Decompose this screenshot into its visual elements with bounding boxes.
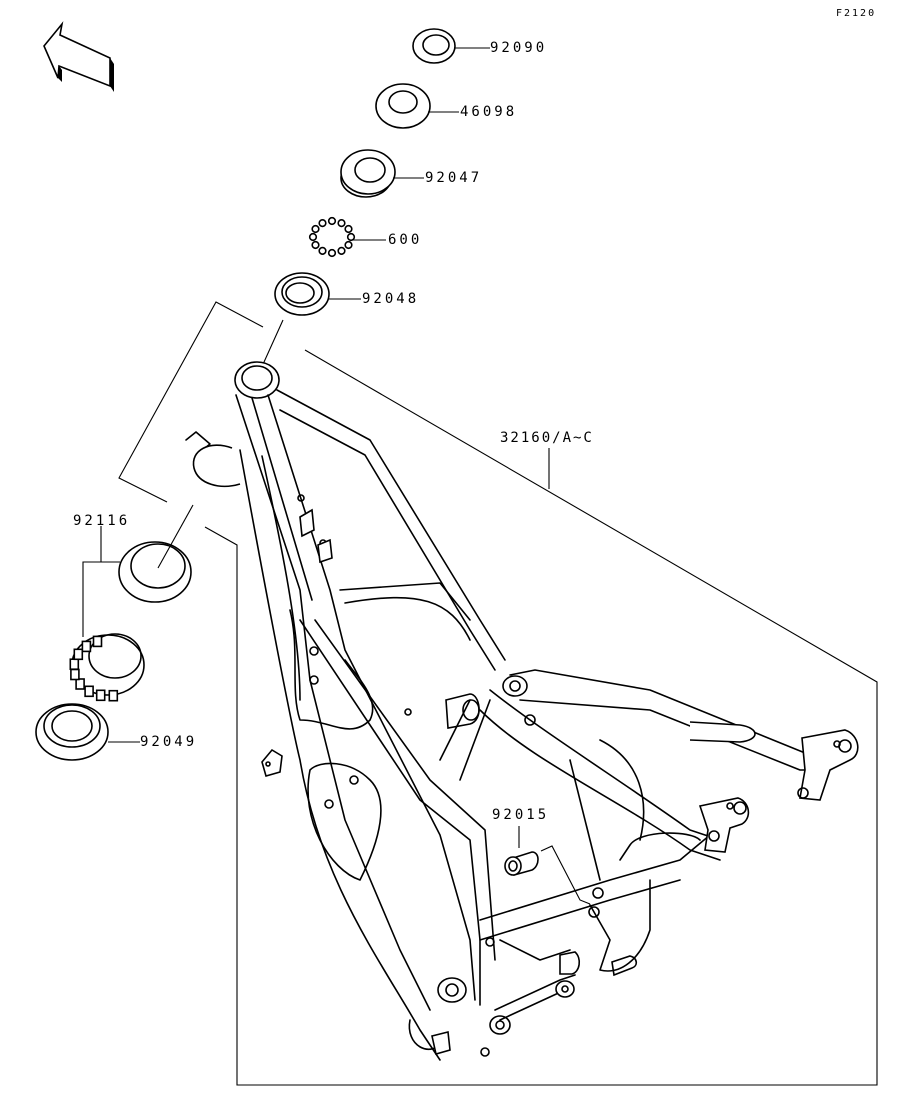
- ball-icon: [327, 248, 337, 258]
- part-label-92047[interactable]: 92047: [425, 170, 483, 186]
- ball-icon: [337, 246, 346, 255]
- roller-icon: [70, 668, 80, 681]
- frame-32160-icon: [185, 361, 859, 1061]
- roller-icon: [95, 689, 106, 702]
- part-label-92090[interactable]: 92090: [490, 40, 548, 56]
- ball-icon: [344, 224, 353, 234]
- race-92047-icon: [340, 149, 424, 198]
- part-label-92015[interactable]: 92015: [492, 807, 550, 823]
- roller-icon: [73, 648, 84, 661]
- figure-code: F2120: [836, 8, 877, 19]
- ball-icon: [318, 246, 327, 255]
- ball-icon: [318, 219, 327, 228]
- roller-icon: [92, 635, 103, 648]
- collar-92015-icon: [504, 826, 591, 905]
- part-label-32160[interactable]: 32160/A~C: [500, 430, 594, 446]
- roller-icon: [81, 640, 92, 653]
- tapered-bearing-92116-icon: [69, 633, 145, 702]
- race-92116-icon: [118, 504, 194, 603]
- assembly-boundary: [118, 301, 878, 1086]
- part-label-600[interactable]: 600: [388, 232, 423, 248]
- part-label-46098[interactable]: 46098: [460, 104, 518, 120]
- ball-icon: [311, 224, 320, 234]
- part-label-92048[interactable]: 92048: [362, 291, 420, 307]
- roller-icon: [108, 689, 119, 702]
- ball-icon: [308, 232, 318, 242]
- part-label-92116[interactable]: 92116: [73, 513, 131, 529]
- roller-icon: [84, 685, 94, 698]
- ball-icon: [346, 232, 356, 242]
- ball-icon: [311, 240, 320, 250]
- roller-icon: [75, 678, 85, 690]
- front-arrow-icon: [43, 21, 114, 92]
- ball-icon: [344, 240, 353, 250]
- seal-92049-icon: [35, 703, 140, 761]
- seal-92048-icon: [274, 272, 361, 316]
- washer-46098-icon: [375, 83, 459, 129]
- part-label-92049[interactable]: 92049: [140, 734, 198, 750]
- ball-icon: [327, 216, 337, 226]
- balls-600-icon: [308, 216, 356, 258]
- nut-92090-icon: [412, 28, 490, 64]
- roller-icon: [69, 658, 80, 671]
- ball-icon: [337, 219, 346, 228]
